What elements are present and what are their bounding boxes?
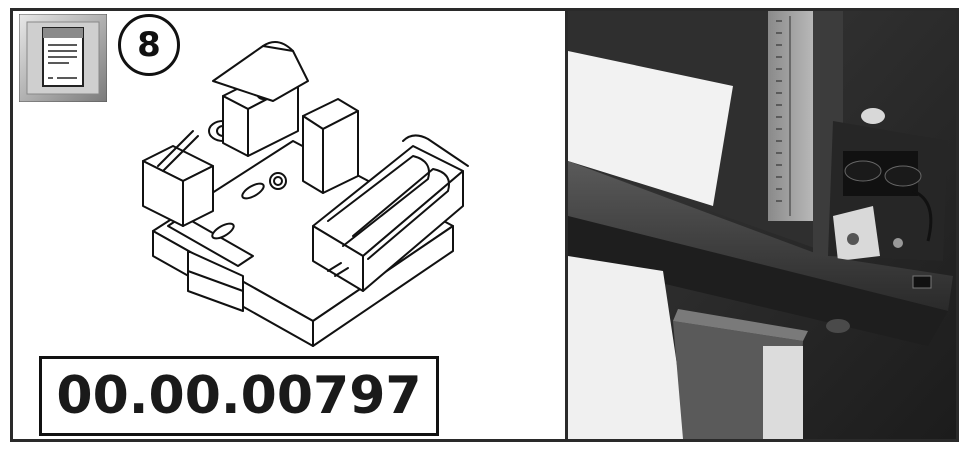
device-photo xyxy=(568,11,956,439)
drawing-panel: 8 xyxy=(13,11,568,439)
photo-panel xyxy=(568,11,956,439)
part-number: 00.00.00797 xyxy=(39,356,439,436)
instruction-sheet: 8 xyxy=(10,8,959,442)
assembly-drawing xyxy=(113,21,493,351)
step-number: 8 xyxy=(118,14,180,76)
document-icon xyxy=(18,13,108,103)
